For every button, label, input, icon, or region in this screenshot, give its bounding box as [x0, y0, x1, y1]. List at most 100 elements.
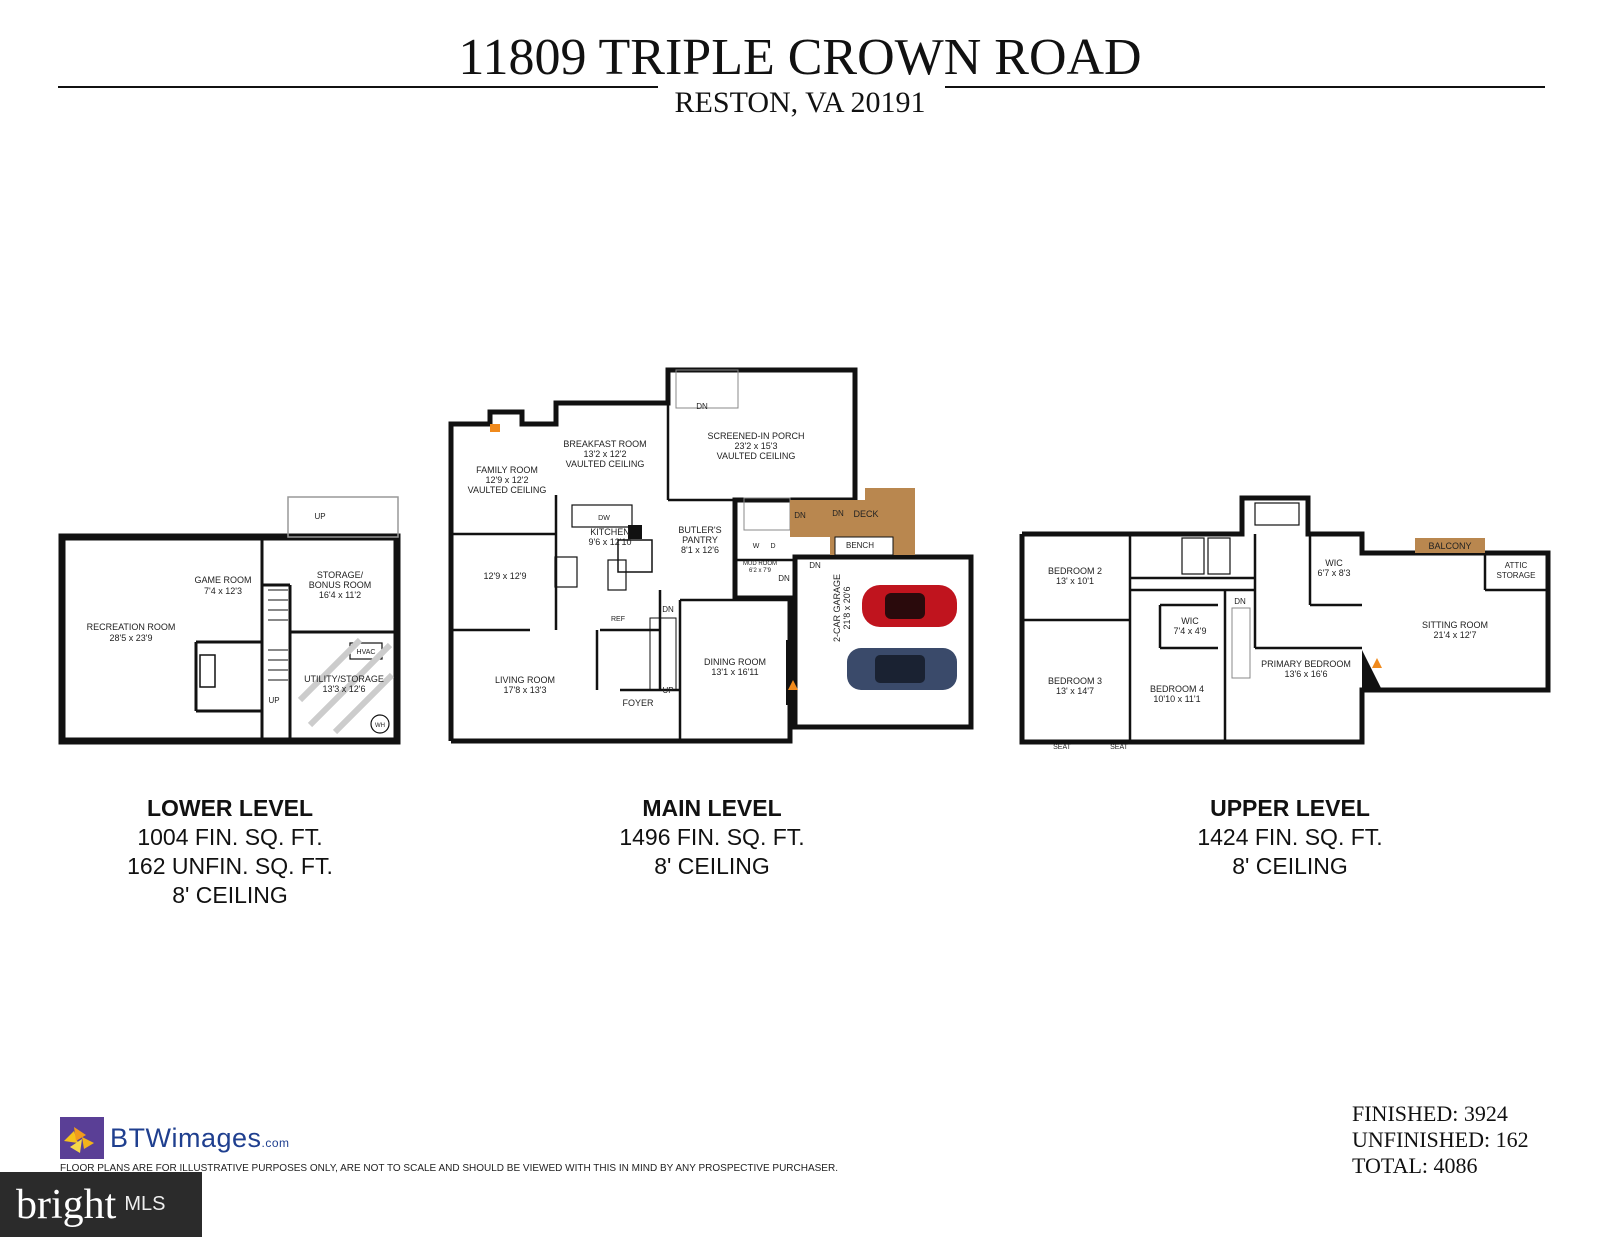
bright-mls-watermark: bright MLS: [0, 1172, 202, 1237]
bench-label: BENCH: [846, 541, 874, 550]
up-label-1: UP: [314, 512, 325, 521]
game-room-dim: 7'4 x 12'3: [204, 586, 242, 596]
garage-dim: 21'8 x 20'6: [842, 587, 852, 630]
recreation-room-label: RECREATION ROOM: [87, 622, 176, 632]
utility-dim: 13'3 x 12'6: [323, 684, 366, 694]
stair-up-label: UP: [662, 686, 673, 695]
lower-level-line-2: 162 UNFIN. SQ. FT.: [127, 853, 333, 879]
sitting-area-dim: 12'9 x 12'9: [484, 571, 527, 581]
upper-level-line-1: 1424 FIN. SQ. FT.: [1197, 824, 1383, 850]
recreation-room-dim: 28'5 x 23'9: [110, 633, 153, 643]
bedroom3-dim: 13' x 14'7: [1056, 686, 1094, 696]
breakfast-room-dim: 13'2 x 12'2: [584, 449, 627, 459]
sunflower-logo-icon: [60, 1117, 104, 1159]
mud-room-dim: 6'2 x 7'9: [749, 568, 772, 574]
living-room-label: LIVING ROOM: [495, 675, 555, 685]
kitchen-label: KITCHEN: [590, 527, 630, 537]
main-level-fills: [490, 424, 915, 705]
garage-dn-label-2: DN: [778, 574, 790, 583]
bedroom2-dim: 13' x 10'1: [1056, 576, 1094, 586]
porch-dn-label: DN: [696, 402, 708, 411]
garage-label: 2-CAR GARAGE: [832, 574, 842, 642]
utility-label: UTILITY/STORAGE: [304, 674, 384, 684]
attic-label-2: STORAGE: [1497, 571, 1536, 580]
storage-dim: 16'4 x 11'2: [319, 590, 361, 600]
family-room-note: VAULTED CEILING: [468, 485, 547, 495]
primary-bedroom-dim: 13'6 x 16'6: [1285, 669, 1328, 679]
upper-dn-label: DN: [1234, 597, 1246, 606]
finished-total: FINISHED: 3924: [1352, 1101, 1508, 1126]
living-room-dim: 17'8 x 13'3: [504, 685, 547, 695]
deck-dn-label-1: DN: [794, 511, 806, 520]
title-rule-right: [945, 86, 1545, 88]
unfinished-total: UNFINISHED: 162: [1352, 1127, 1529, 1152]
brand-text: BTWimages: [110, 1122, 262, 1153]
bedroom4-dim: 10'10 x 11'1: [1153, 694, 1200, 704]
square-footage-totals: FINISHED: 3924 UNFINISHED: 162 TOTAL: 40…: [1352, 1101, 1529, 1179]
up-label-2: UP: [268, 696, 279, 705]
upper-level-name: UPPER LEVEL: [1210, 795, 1370, 821]
deck-dn-label-2: DN: [832, 509, 844, 518]
ref-label: REF: [611, 616, 625, 623]
city-text: RESTON, VA 20191: [660, 86, 940, 119]
wic1-label: WIC: [1181, 616, 1199, 626]
hvac-label: HVAC: [357, 649, 376, 656]
butler-label: BUTLER'S: [678, 525, 721, 535]
dryer-label: D: [770, 543, 775, 550]
lower-level-plan: [58, 533, 401, 745]
title-rule-left: [58, 86, 658, 88]
lower-level-labels: RECREATION ROOM 28'5 x 23'9 GAME ROOM 7'…: [87, 512, 385, 729]
lower-level-name: LOWER LEVEL: [146, 795, 314, 821]
bright-wordmark: bright: [16, 1181, 117, 1228]
upper-level-detail: [1022, 502, 1548, 742]
disclaimer-text: FLOOR PLANS ARE FOR ILLUSTRATIVE PURPOSE…: [60, 1163, 838, 1174]
attic-label: ATTIC: [1505, 561, 1528, 570]
butler-label-2: PANTRY: [682, 535, 718, 545]
lower-level-summary: LOWER LEVEL 1004 FIN. SQ. FT. 162 UNFIN.…: [50, 794, 410, 910]
family-room-dim: 12'9 x 12'2: [486, 475, 529, 485]
sitting-room-dim: 21'4 x 12'7: [1434, 630, 1477, 640]
game-room-label: GAME ROOM: [194, 575, 251, 585]
mls-wordmark: MLS: [124, 1193, 166, 1215]
breakfast-room-note: VAULTED CEILING: [566, 459, 645, 469]
primary-bedroom-label: PRIMARY BEDROOM: [1261, 659, 1351, 669]
breakfast-room-label: BREAKFAST ROOM: [563, 439, 646, 449]
upper-level-summary: UPPER LEVEL 1424 FIN. SQ. FT. 8' CEILING: [1110, 794, 1470, 881]
garage-dn-label-1: DN: [809, 561, 821, 570]
washer-label: W: [753, 543, 760, 550]
brand-suffix: .com: [261, 1135, 290, 1150]
main-level-labels: FAMILY ROOM 12'9 x 12'2 VAULTED CEILING …: [468, 402, 879, 708]
upper-level-labels: BEDROOM 2 13' x 10'1 BEDROOM 3 13' x 14'…: [1048, 541, 1536, 751]
wic2-label: WIC: [1325, 558, 1343, 568]
main-level-summary: MAIN LEVEL 1496 FIN. SQ. FT. 8' CEILING: [532, 794, 892, 881]
seat-label-1: SEAT: [1053, 744, 1071, 751]
dw-label: DW: [598, 515, 610, 522]
upper-level-plan: [1019, 495, 1551, 745]
kitchen-dim: 9'6 x 12'10: [589, 537, 632, 547]
page-subtitle: RESTON, VA 20191: [0, 85, 1600, 121]
btw-logo: BTWimages.com: [60, 1117, 290, 1159]
main-level-line-1: 1496 FIN. SQ. FT.: [619, 824, 805, 850]
lower-level-detail: [194, 496, 399, 741]
deck-label: DECK: [853, 509, 878, 519]
porch-label: SCREENED-IN PORCH: [707, 431, 804, 441]
lower-level-line-1: 1004 FIN. SQ. FT.: [137, 824, 323, 850]
storage-label: STORAGE/: [317, 570, 364, 580]
balcony-label: BALCONY: [1428, 541, 1471, 551]
dining-room-dim: 13'1 x 16'11: [711, 667, 758, 677]
page-title: 11809 TRIPLE CROWN ROAD: [458, 29, 1142, 86]
utility-hatch: [297, 637, 395, 735]
wic2-dim: 6'7 x 8'3: [1318, 568, 1351, 578]
stair-dn-label: DN: [662, 605, 674, 614]
upper-level-line-2: 8' CEILING: [1232, 853, 1348, 879]
bedroom4-label: BEDROOM 4: [1150, 684, 1204, 694]
storage-label-2: BONUS ROOM: [309, 580, 372, 590]
wh-label: WH: [375, 723, 385, 729]
wic1-dim: 7'4 x 4'9: [1174, 626, 1207, 636]
main-level-name: MAIN LEVEL: [642, 795, 782, 821]
porch-dim: 23'2 x 15'3: [735, 441, 778, 451]
foyer-label: FOYER: [622, 698, 654, 708]
mud-room-label: MUD ROOM: [743, 561, 777, 567]
bedroom2-label: BEDROOM 2: [1048, 566, 1102, 576]
dining-room-label: DINING ROOM: [704, 657, 766, 667]
